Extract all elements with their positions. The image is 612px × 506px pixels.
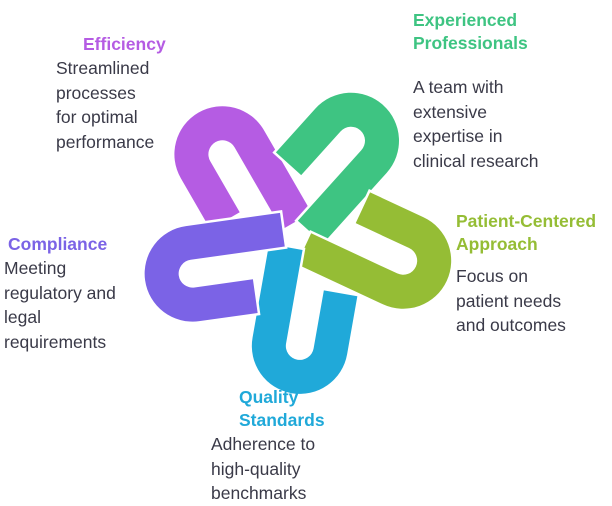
desc-line: extensive	[413, 101, 487, 122]
experienced-professionals-title: Experienced Professionals	[413, 9, 538, 55]
desc-line: legal	[4, 307, 41, 327]
desc-line: for optimal	[56, 107, 138, 127]
title-line: Experienced	[413, 10, 518, 30]
title-line: Standards	[239, 410, 325, 430]
desc-line: A team with	[413, 77, 504, 97]
efficiency-title: Efficiency	[83, 34, 166, 54]
compliance-title: Compliance	[8, 234, 108, 254]
compliance-description: Meeting regulatory and legal requirement…	[4, 256, 116, 354]
desc-line: Streamlined	[56, 58, 150, 78]
desc-line: Meeting	[4, 258, 67, 278]
title-line: Approach	[456, 234, 538, 254]
patient-centered-description: Focus on patient needs and outcomes	[456, 264, 596, 338]
compliance-block: Compliance Meeting regulatory and legal …	[4, 233, 116, 354]
experienced-professionals-description: A team with extensive expertise in clini…	[413, 75, 538, 173]
experienced-professionals-loop	[272, 90, 402, 247]
desc-line: high-quality	[211, 458, 301, 479]
desc-line: patient needs	[456, 290, 562, 311]
quality-standards-title: Quality Standards	[211, 386, 325, 432]
title-line: Quality	[239, 387, 299, 407]
compliance-loop	[142, 210, 288, 325]
desc-line: Adherence to	[211, 434, 316, 454]
desc-line: Focus on	[456, 266, 528, 286]
desc-line: clinical research	[413, 150, 539, 171]
desc-line: performance	[56, 131, 155, 152]
patient-centered-title: Patient-Centered Approach	[456, 210, 596, 256]
desc-line: requirements	[4, 331, 107, 352]
efficiency-block: Efficiency Streamlined processes for opt…	[56, 33, 166, 154]
efficiency-description: Streamlined processes for optimal perfor…	[56, 56, 166, 154]
patient-centered-block: Patient-Centered Approach Focus on patie…	[456, 210, 596, 338]
desc-line: expertise in	[413, 126, 503, 146]
desc-line: and outcomes	[456, 315, 566, 335]
efficiency-loop	[171, 103, 315, 233]
desc-line: benchmarks	[211, 483, 307, 503]
title-line: Patient-Centered	[456, 211, 597, 231]
title-line: Professionals	[413, 33, 528, 53]
patient-centered-loop	[293, 189, 454, 312]
quality-standards-block: Quality Standards Adherence to high-qual…	[211, 386, 325, 506]
desc-line: regulatory and	[4, 282, 116, 303]
experienced-professionals-block: Experienced Professionals A team with ex…	[413, 9, 538, 173]
desc-line: processes	[56, 82, 136, 103]
quality-standards-loop	[249, 241, 361, 397]
quality-standards-description: Adherence to high-quality benchmarks	[211, 432, 325, 506]
